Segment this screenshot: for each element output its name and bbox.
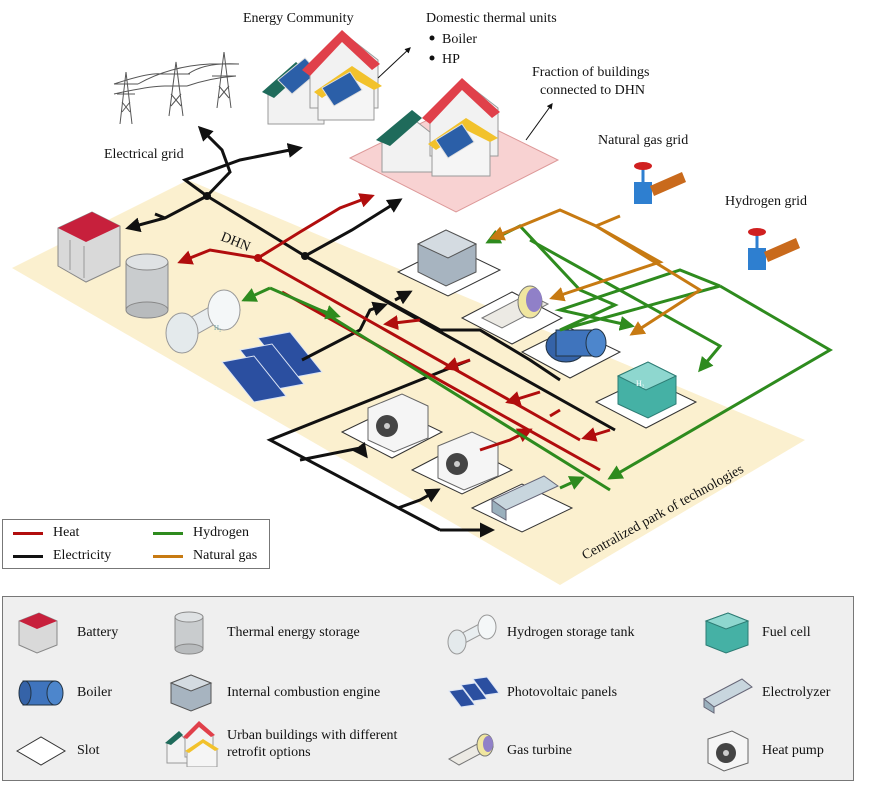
key-item-boiler: Boiler: [13, 669, 112, 715]
fuel-cell: H₂: [616, 361, 678, 419]
flow-legend: Heat Hydrogen Electricity Natural gas: [2, 519, 270, 569]
key-label-thermal-storage: Thermal energy storage: [227, 624, 360, 640]
battery: [57, 211, 121, 283]
slot-electrolyzer: [470, 483, 574, 533]
legend-item-heat: Heat: [13, 525, 79, 541]
key-item-battery: Battery: [13, 609, 118, 655]
pv-panel-icon: [448, 676, 500, 708]
photovoltaic-panels: [221, 331, 323, 403]
key-label-pv: Photovoltaic panels: [507, 684, 618, 700]
key-item-thermal-storage: Thermal energy storage: [163, 609, 360, 655]
domestic-units-label: Domestic thermal units: [426, 11, 557, 26]
hp-bullet-label: HP: [442, 52, 460, 67]
key-item-engine: Internal combustion engine: [163, 669, 380, 715]
key-item-hydrogen-tank: Hydrogen storage tank: [443, 609, 635, 655]
hydrogen-storage-tank: H₂: [165, 289, 242, 354]
key-label-gas-turbine: Gas turbine: [507, 742, 572, 758]
key-label-electrolyzer: Electrolyzer: [762, 684, 831, 700]
key-label-fuel-cell: Fuel cell: [762, 624, 811, 640]
key-item-heat-pump: Heat pump: [698, 727, 824, 773]
electrical-grid-label: Electrical grid: [104, 147, 184, 162]
boiler-icon: [18, 680, 64, 706]
key-label-hydrogen-tank: Hydrogen storage tank: [507, 624, 635, 640]
slot-icon: [16, 736, 66, 766]
natural-gas-valve: [634, 162, 686, 204]
boiler: [545, 328, 607, 363]
gas-turbine-icon: [447, 733, 495, 766]
legend-item-electricity: Electricity: [13, 548, 111, 564]
heat-pump-2: [437, 431, 499, 491]
technology-key: Battery Thermal energy storage Hydrogen …: [2, 596, 854, 781]
boiler-bullet-label: Boiler: [442, 32, 477, 47]
legend-swatch-hydrogen: [153, 531, 183, 535]
internal-combustion-engine: [416, 229, 478, 287]
battery-icon: [18, 612, 58, 654]
fuel-cell-icon: [704, 612, 750, 654]
legend-label-electricity: Electricity: [53, 548, 112, 563]
legend-item-natural-gas: Natural gas: [153, 548, 257, 564]
connected-buildings: [376, 78, 500, 177]
key-item-electrolyzer: Electrolyzer: [698, 669, 830, 715]
energy-community-label: Energy Community: [243, 11, 354, 26]
thermal-energy-storage: [125, 253, 169, 319]
key-item-pv: Photovoltaic panels: [443, 669, 617, 715]
electrolyzer: [491, 475, 559, 521]
svg-text:H₂: H₂: [214, 324, 222, 332]
key-label-battery: Battery: [77, 624, 119, 640]
legend-swatch-electricity: [13, 554, 43, 558]
natural-gas-lines: [489, 208, 703, 336]
key-label-heat-pump: Heat pump: [762, 742, 824, 758]
park-background: [12, 180, 805, 585]
key-label-engine: Internal combustion engine: [227, 684, 381, 700]
fraction-label: Fraction of buildings: [532, 65, 649, 80]
legend-swatch-natural-gas: [153, 554, 183, 558]
electrolyzer-icon: [703, 678, 753, 714]
electrical-grid-towers: [113, 51, 240, 125]
heat-lines: [177, 193, 611, 472]
heat-pump-icon: [707, 730, 749, 772]
key-label-boiler: Boiler: [77, 684, 112, 700]
thermal-storage-icon: [174, 611, 204, 655]
fraction-label-2: connected to DHN: [540, 83, 645, 98]
key-item-slot: Slot: [13, 727, 100, 773]
svg-text:H₂: H₂: [636, 379, 645, 388]
hydrogen-tank-icon: [447, 614, 497, 655]
hydrogen-valve: [748, 228, 800, 270]
buildings-icon: [165, 721, 219, 767]
key-item-gas-turbine: Gas turbine: [443, 727, 572, 773]
gas-turbine: [480, 285, 550, 329]
key-item-fuel-cell: Fuel cell: [698, 609, 811, 655]
key-label-slot: Slot: [77, 742, 100, 758]
legend-label-natural-gas: Natural gas: [193, 548, 258, 563]
energy-community-buildings: [262, 30, 382, 125]
legend-item-hydrogen: Hydrogen: [153, 525, 249, 541]
engine-icon: [169, 674, 213, 712]
heat-pump-1: [367, 393, 429, 453]
legend-label-heat: Heat: [53, 525, 80, 540]
hydrogen-grid-label: Hydrogen grid: [725, 194, 807, 209]
legend-swatch-heat: [13, 531, 43, 535]
natural-gas-grid-label: Natural gas grid: [598, 133, 688, 148]
legend-label-hydrogen: Hydrogen: [193, 525, 249, 540]
